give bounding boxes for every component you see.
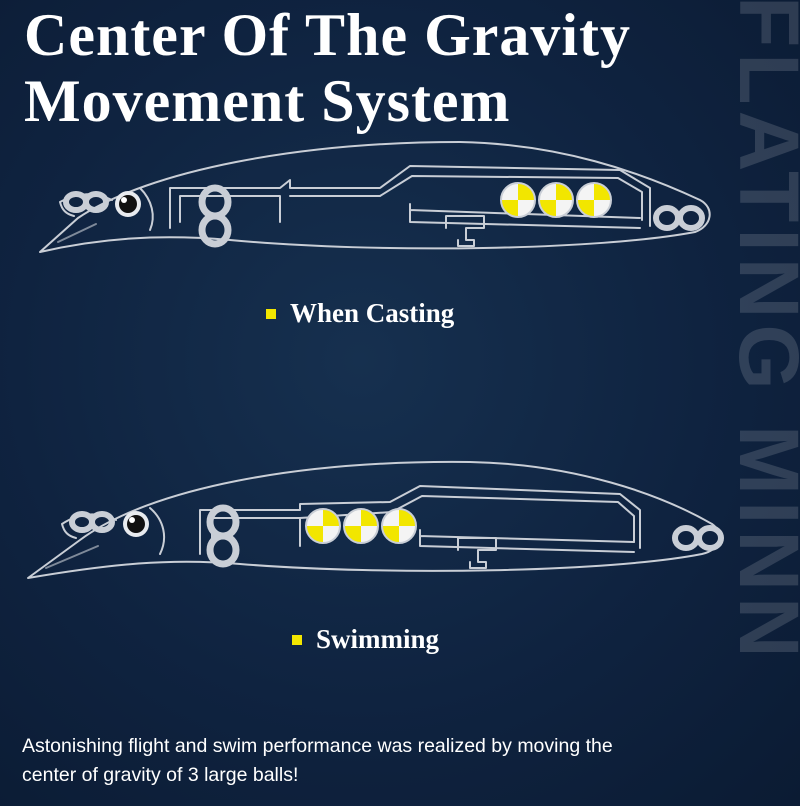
line-tie-eyelet: [63, 191, 109, 213]
weight-balls-rear: [500, 182, 612, 218]
keel-weight: [445, 215, 485, 247]
weight-ball: [538, 182, 574, 218]
tail-hook-hanger: [672, 525, 724, 551]
description-line-1: Astonishing flight and swim performance …: [22, 735, 613, 757]
gill-line: [149, 507, 166, 555]
side-vertical-label: FLATING MINN: [722, 0, 800, 664]
lure-eye: [115, 191, 141, 217]
belly-hook-hanger: [206, 504, 240, 568]
page-title: Center Of The Gravity Movement System: [24, 2, 631, 134]
internal-frame: [169, 165, 651, 229]
weight-balls-center: [305, 508, 417, 544]
line-tie-eyelet: [69, 511, 115, 533]
lure-diagram-casting: [39, 141, 711, 253]
caption-swimming: Swimming: [292, 624, 439, 655]
weight-ball: [381, 508, 417, 544]
description-line-2: center of gravity of 3 large balls!: [22, 764, 299, 786]
title-line-1: Center Of The Gravity: [24, 2, 632, 68]
belly-hook-hanger: [198, 184, 232, 248]
caption-swimming-label: Swimming: [316, 624, 440, 654]
weight-ball: [305, 508, 341, 544]
weight-ball: [500, 182, 536, 218]
weight-ball: [576, 182, 612, 218]
gill-line: [139, 187, 154, 231]
caption-when-casting: When Casting: [266, 298, 454, 329]
bullet-marker: [266, 308, 276, 319]
keel-weight: [457, 537, 497, 569]
lure-eye: [123, 511, 149, 537]
side-vertical-text: FLATING MINN: [722, 0, 800, 664]
lure-diagram-swimming: [27, 460, 724, 579]
weight-ball: [343, 508, 379, 544]
lure-body-outline: [39, 141, 711, 253]
bullet-marker: [292, 634, 302, 645]
tail-hook-hanger: [653, 205, 705, 231]
title-line-2: Movement System: [24, 68, 511, 134]
description-text: Astonishing flight and swim performance …: [22, 732, 762, 790]
caption-when-casting-label: When Casting: [290, 298, 455, 328]
